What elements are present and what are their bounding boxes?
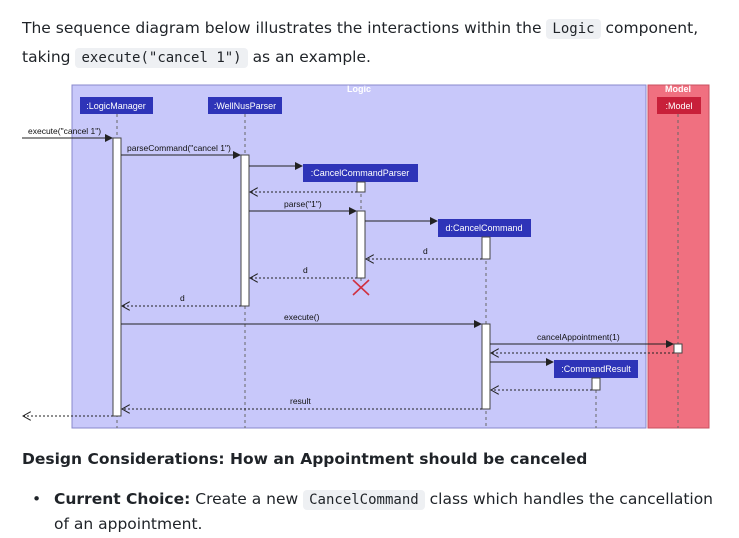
section-heading: Design Considerations: How an Appointmen… <box>22 450 588 468</box>
label-return-d-2: d <box>303 265 308 275</box>
model-frame <box>647 84 710 429</box>
label-execute-cancel-1: execute("cancel 1") <box>28 126 101 136</box>
participant-command-result-label: :CommandResult <box>561 364 631 374</box>
participant-logic-manager-label: :LogicManager <box>86 101 146 111</box>
label-result: result <box>290 396 311 406</box>
destroy-mark <box>352 279 370 296</box>
intro-text-middle: component, taking <box>22 19 699 66</box>
participant-command-result <box>554 360 638 378</box>
label-return-d-1: d <box>423 246 428 256</box>
participant-logic-manager <box>80 97 153 114</box>
label-execute: execute() <box>284 312 320 322</box>
participant-wellnus-parser <box>208 97 282 114</box>
participant-cancel-command-parser <box>303 164 418 182</box>
intro-text-before: The sequence diagram below illustrates t… <box>22 19 542 37</box>
list-item-text-after: class which handles the cancellation of … <box>54 490 714 533</box>
sequence-diagram: Logic Model :LogicManager :WellNusParser… <box>22 84 710 429</box>
activation-model <box>673 343 683 354</box>
activation-cancel-command-parser-parse <box>356 210 366 279</box>
participant-cancel-command-parser-label: :CancelCommandParser <box>311 168 410 178</box>
intro-text-after: as an example. <box>252 48 371 66</box>
label-cancel-appointment: cancelAppointment(1) <box>537 332 620 342</box>
label-return-d-3: d <box>180 293 185 303</box>
inline-code-execute: execute("cancel 1") <box>75 48 248 68</box>
participant-model <box>657 97 701 114</box>
activation-wellnus-parser <box>240 154 250 307</box>
participant-cancel-command-label: d:CancelCommand <box>445 223 522 233</box>
list-item-text-before: Create a new <box>195 490 299 508</box>
list-item-strong: Current Choice: <box>54 490 191 508</box>
label-parse-command: parseCommand("cancel 1") <box>127 143 231 153</box>
participant-cancel-command <box>438 219 531 237</box>
participant-model-label: :Model <box>665 101 692 111</box>
label-parse-1: parse("1") <box>284 199 322 209</box>
model-frame-title: Model <box>665 84 691 94</box>
list-item: • Current Choice: Create a new CancelComm… <box>22 487 722 536</box>
participant-wellnus-parser-label: :WellNusParser <box>214 101 276 111</box>
logic-frame-title: Logic <box>347 84 371 94</box>
activation-cancel-command-execute <box>481 323 491 410</box>
activation-logic-manager <box>112 137 122 417</box>
bullet-marker: • <box>32 490 42 508</box>
activation-command-result <box>591 377 601 391</box>
activation-cancel-command-parser-constructor <box>356 181 366 193</box>
bullet-list: • Current Choice: Create a new CancelComm… <box>22 487 722 536</box>
inline-code-cancel-command: CancelCommand <box>303 490 425 510</box>
activation-cancel-command-constructor <box>481 236 491 260</box>
intro-paragraph: The sequence diagram below illustrates t… <box>22 14 722 72</box>
inline-code-logic: Logic <box>546 19 601 39</box>
